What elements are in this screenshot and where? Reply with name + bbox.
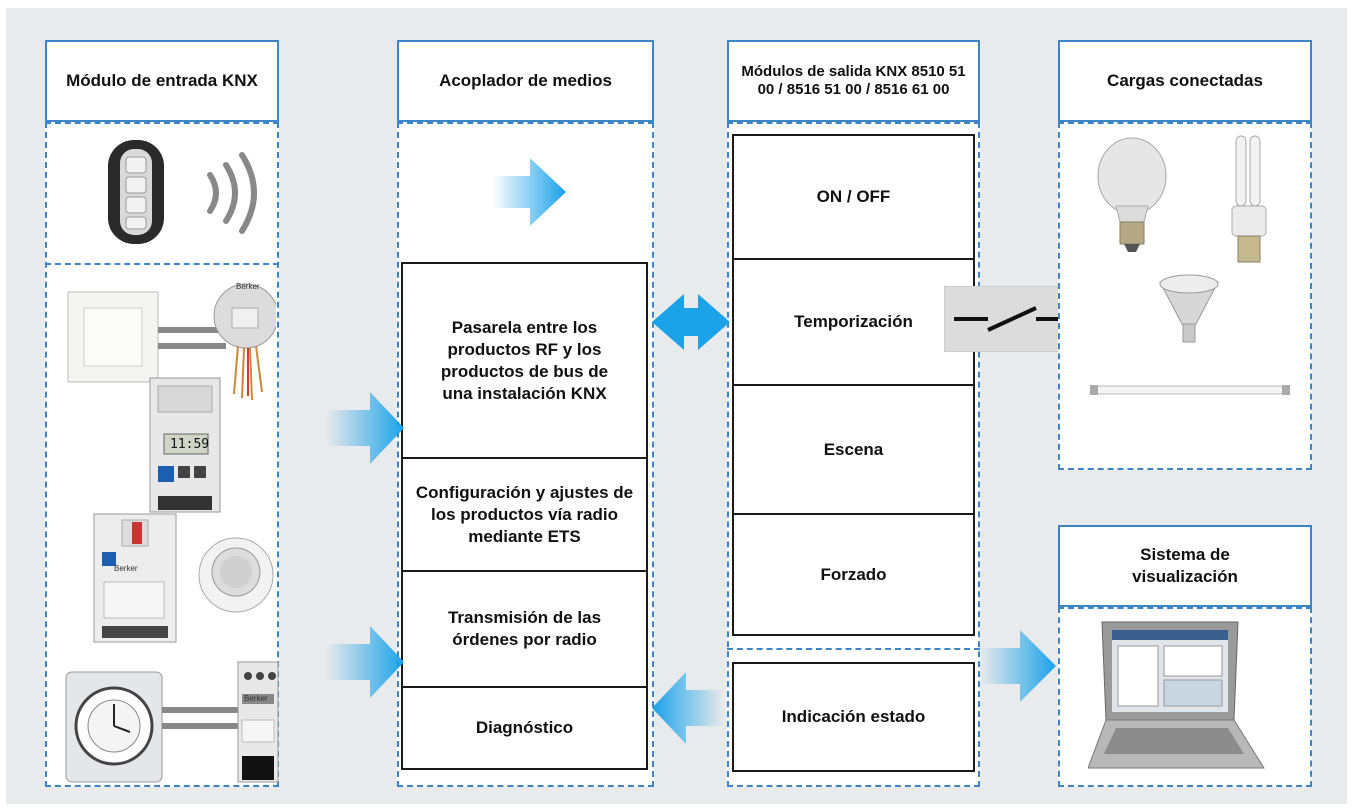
status-indication-box: Indicación estado [732, 662, 975, 772]
coupler-arrow-icon [492, 158, 566, 226]
output-modules-header: Módulos de salida KNX 8510 51 00 / 8516 … [727, 40, 980, 122]
coupler-output-double-arrow [652, 294, 730, 350]
output-function-onoff: ON / OFF [732, 134, 975, 260]
halogen-spot-icon [1159, 274, 1219, 343]
actuator-brand-label: Berker [236, 282, 260, 291]
status-to-coupler-arrow [652, 672, 724, 744]
din-module-brand-label: Berker [114, 564, 138, 573]
coupler-header: Acoplador de medios [397, 40, 654, 122]
relay-contact-icon [944, 286, 1079, 352]
din-timer-icon [149, 377, 221, 513]
input-divider [45, 263, 279, 265]
input-module-title: Módulo de entrada KNX [66, 71, 258, 90]
binary-input-brand-label: Berker [244, 694, 268, 703]
motion-sensor-icon [198, 537, 274, 613]
laptop-icon [1088, 621, 1265, 769]
analog-timer-icon [65, 671, 163, 783]
timer-display-text: 11:59 [170, 437, 210, 452]
coupler-function-gateway: Pasarela entre los productos RF y los pr… [401, 262, 648, 459]
output-separator [727, 648, 980, 650]
visualization-header: Sistema de visualización [1058, 525, 1312, 607]
visualization-title: Sistema de visualización [1132, 545, 1238, 586]
remote-control-icon [108, 140, 257, 244]
fluorescent-tube-icon [1090, 385, 1290, 395]
binary-input-icon [162, 661, 279, 783]
output-modules-title: Módulos de salida KNX 8510 51 00 / 8516 … [741, 63, 966, 98]
loads-header: Cargas conectadas [1058, 40, 1312, 122]
din-module-icon [93, 513, 177, 643]
input-to-coupler-arrow-bottom [326, 626, 404, 698]
input-to-coupler-arrow-top [326, 392, 404, 464]
coupler-title: Acoplador de medios [439, 71, 612, 90]
output-function-forced: Forzado [732, 513, 975, 636]
wall-switch-icon [67, 283, 276, 401]
output-to-visualization-arrow [980, 630, 1056, 702]
coupler-function-radio-transmission: Transmisión de las órdenes por radio [401, 570, 648, 688]
cfl-bulb-icon [1231, 135, 1267, 263]
incandescent-bulb-icon [1097, 137, 1167, 252]
coupler-function-diagnostic: Diagnóstico [401, 686, 648, 770]
input-module-header: Módulo de entrada KNX [45, 40, 279, 122]
coupler-function-configuration: Configuración y ajustes de los productos… [401, 457, 648, 572]
loads-title: Cargas conectadas [1107, 71, 1263, 90]
